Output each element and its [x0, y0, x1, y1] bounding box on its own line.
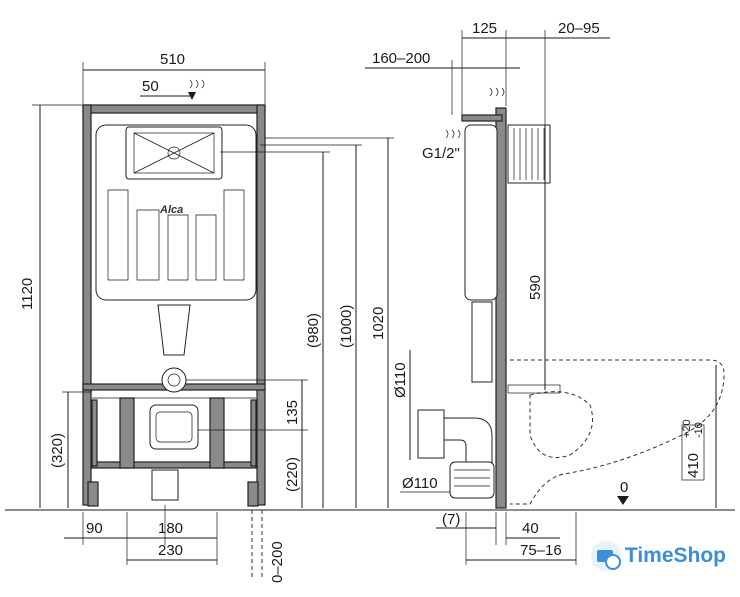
side-water-inlet-icon [489, 87, 505, 97]
dim-125: 125 [472, 20, 497, 37]
side-flush-plate [507, 124, 551, 184]
dim-230: 230 [158, 542, 183, 559]
foot-right [247, 481, 259, 507]
frame-top-bar [82, 104, 266, 114]
arrow-down-icon [188, 92, 196, 100]
side-pipe-110-bottom [449, 461, 495, 499]
dim-180: 180 [158, 520, 183, 537]
side-view: 125 20–95 160–200 G1/2" 590 Ø110 Ø110 41… [365, 20, 725, 565]
dim-220: (220) [284, 457, 301, 492]
dim-90: 90 [86, 520, 103, 537]
dim-160-200: 160–200 [372, 50, 430, 67]
water-inlet-icon [189, 79, 205, 89]
dim-410: 410 [685, 453, 702, 478]
dim-320: (320) [49, 433, 66, 468]
dim-40: 40 [522, 520, 539, 537]
waste-connector [149, 404, 199, 450]
floor-mark: 0 [620, 479, 628, 496]
toilet-bowl-outline [510, 359, 725, 505]
dim-width: 510 [160, 51, 185, 68]
flush-pipe [157, 304, 191, 356]
dim-1020: 1020 [370, 307, 387, 340]
dim-offset-50: 50 [142, 78, 159, 95]
side-pipe-110-top [417, 409, 445, 459]
side-top-bracket [461, 114, 503, 122]
dim-d110-top: Ø110 [392, 362, 409, 398]
side-flush-pipe [471, 301, 493, 383]
dim-135: 135 [284, 400, 301, 425]
frame-inner-left [91, 399, 98, 467]
dim-75-16: 75–16 [520, 542, 562, 559]
dim-410-plus: +20 [681, 419, 693, 438]
watermark-logo: TimeShop [590, 541, 726, 571]
mounting-bolt [507, 384, 561, 394]
waste-elbow [443, 417, 493, 467]
flush-valve-mark [167, 146, 181, 160]
toilet-bowl-inner [529, 391, 593, 458]
front-view: Alca 510 50 1120 (320) (980) [19, 51, 394, 583]
tank-ribs [107, 189, 245, 281]
frame-left-post [82, 104, 92, 506]
flush-outlet [161, 367, 187, 393]
dim-7: (7) [442, 511, 460, 528]
flush-plate-inner [133, 132, 215, 174]
foot-left [87, 481, 99, 507]
dim-20-95: 20–95 [558, 20, 600, 37]
dim-1000: (1000) [338, 305, 355, 348]
watermark-text: TimeShop [624, 544, 726, 567]
brand-logo: Alca [159, 204, 183, 216]
frame-right-post [256, 104, 266, 506]
leg-left [119, 397, 135, 469]
clock-wallet-icon [590, 541, 621, 571]
frame-inner-right [250, 399, 257, 467]
dim-410-minus: -10 [693, 422, 705, 438]
floor-arrow-icon [617, 496, 629, 505]
dim-d110-bottom: Ø110 [402, 475, 438, 492]
dim-0-200: 0–200 [269, 541, 286, 583]
waste-pipe [151, 469, 179, 501]
dim-590: 590 [527, 275, 544, 300]
frame-low-bar [91, 461, 257, 469]
leg-right [209, 397, 225, 469]
side-frame-post [495, 107, 507, 509]
dim-980: (980) [305, 313, 322, 348]
dim-g12: G1/2" [422, 145, 460, 162]
side-tank [464, 124, 498, 301]
dim-height-1120: 1120 [19, 278, 36, 310]
